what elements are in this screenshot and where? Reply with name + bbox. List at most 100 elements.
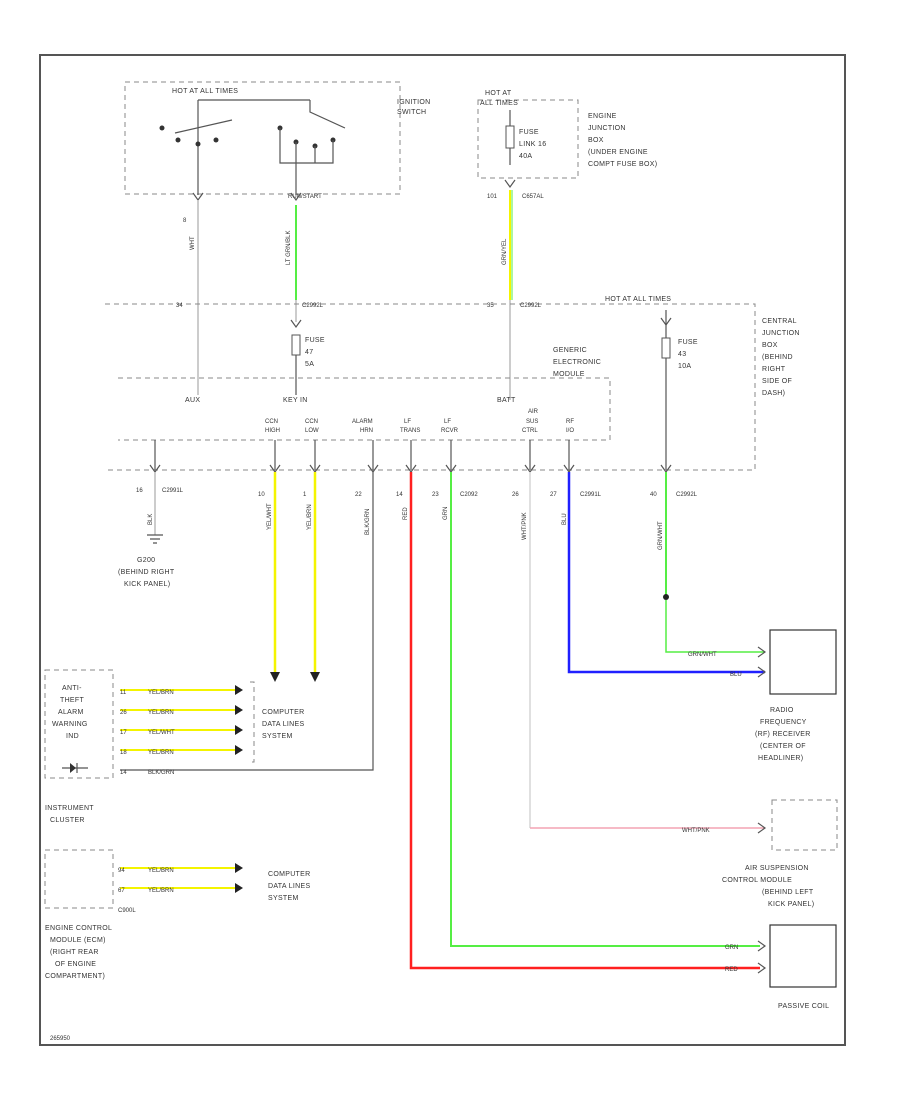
pin-23: 23 (432, 492, 439, 498)
conn-40: C2992L (676, 492, 698, 498)
wire-label-grnwht: GRN/WHT (658, 521, 664, 550)
cjb-fuse-b-1: FUSE (678, 339, 698, 346)
rf-title-5: HEADLINER) (758, 755, 803, 762)
cluster-box-3: ALARM (58, 709, 84, 716)
pcm-wire-1: YEL/BRN (148, 868, 174, 874)
coil-wire-b: RED (725, 967, 738, 973)
gem-pin-6a: AIR (528, 409, 539, 415)
pin-40: 40 (650, 492, 657, 498)
wire-label-yelwht: YEL/WHT (267, 503, 273, 530)
cjb-conn-b: C2992L (520, 303, 542, 309)
ejb-title-4: (UNDER ENGINE (588, 149, 648, 156)
gem-pin-2b: LOW (305, 428, 319, 434)
ignition-wire-a-label: WHT (190, 236, 196, 250)
gem-pin-5b: RCVR (441, 428, 459, 434)
pcm-pin-2: 67 (118, 888, 125, 894)
cluster-rows: 11 YEL/BRN 26 YEL/BRN 17 YEL/WHT 18 YEL/… (120, 681, 304, 776)
ejb-hot-1: HOT AT (485, 90, 512, 97)
cluster-title-1: INSTRUMENT (45, 805, 94, 812)
rf-title-2: FREQUENCY (760, 719, 807, 726)
ignition-run-pin: RUN/START (288, 194, 322, 200)
ejb-title-3: BOX (588, 137, 604, 144)
ignition-switch: HOT AT ALL TIMES IGNITION SWITCH RUN/STA… (124, 81, 431, 202)
cjb-title-6: SIDE OF (762, 378, 792, 385)
gem-pin-6b: SUS (526, 419, 538, 425)
wire-label-blk: BLK (148, 514, 154, 525)
cjb-fuse-b-3: 10A (678, 363, 691, 370)
conn-27: C2991L (580, 492, 602, 498)
wire-label-blu: BLU (562, 513, 568, 525)
gem-batt: BATT (497, 397, 516, 404)
ejb-title-2: JUNCTION (588, 125, 626, 132)
gem-pin-3a: ALARM (352, 419, 373, 425)
cluster-system-2: DATA LINES (262, 721, 304, 728)
figure-id: 265950 (50, 1036, 71, 1042)
rf-title-3: (RF) RECEIVER (755, 731, 811, 738)
cluster-box-1: ANTI- (62, 685, 82, 692)
cjb-title-5: RIGHT (762, 366, 786, 373)
gem-pin-4a: LF (404, 419, 411, 425)
gem-title-1: GENERIC (553, 347, 587, 354)
cjb-fuse-b-2: 43 (678, 351, 686, 358)
air-sus-title-1: AIR SUSPENSION (745, 865, 809, 872)
gem-pin-3b: HRN (360, 428, 373, 434)
gem-pin-5a: LF (444, 419, 451, 425)
gem-pin-7b: I/O (566, 428, 574, 434)
ignition-title-1: IGNITION (397, 99, 431, 106)
ejb-wire-label: GRN/YEL (502, 238, 508, 265)
ground-symbol (147, 534, 163, 544)
cluster-box-4: WARNING (52, 721, 88, 728)
ejb-pin: 101 (487, 194, 498, 200)
wire-label-blkgrn: BLK/GRN (365, 509, 371, 535)
instrument-cluster: ANTI- THEFT ALARM WARNING IND INSTRUMENT… (44, 669, 114, 824)
cluster-box-2: THEFT (60, 697, 84, 704)
pcm-title-5: COMPARTMENT) (45, 973, 105, 980)
air-sus-wire: WHT/PNK (682, 828, 710, 834)
pin-26: 26 (512, 492, 519, 498)
cluster-system-1: COMPUTER (262, 709, 304, 716)
engine-junction-box: HOT AT ALL TIMES FUSE LINK 16 40A ENGINE… (477, 90, 657, 200)
ground-label-1: G200 (137, 557, 155, 564)
pin-16: 16 (136, 488, 143, 494)
ejb-fuse-2: LINK 16 (519, 141, 546, 148)
air-sus-title-3: (BEHIND LEFT (762, 889, 814, 896)
ejb-title-1: ENGINE (588, 113, 617, 120)
cluster-pin-3: 17 (120, 730, 127, 736)
gem-pin-6c: CTRL (522, 428, 538, 434)
ejb-conn: C657AL (522, 194, 544, 200)
cluster-pin-4: 18 (120, 750, 127, 756)
gem-key-in: KEY IN (283, 397, 308, 404)
cluster-wire-3: YEL/WHT (148, 730, 175, 736)
cjb-title-7: DASH) (762, 390, 785, 397)
gem-pin-2a: CCN (305, 419, 318, 425)
pcm-title-3: (RIGHT REAR (50, 949, 99, 956)
wire-label-grn: GRN (443, 507, 449, 520)
passive-coil: GRN RED PASSIVE COIL (725, 924, 837, 1010)
cjb-fuse-a-2: 47 (305, 349, 313, 356)
pcm-system-3: SYSTEM (268, 895, 299, 902)
gem-title-2: ELECTRONIC (553, 359, 601, 366)
conn-23: C2092 (460, 492, 478, 498)
ignition-wire-b-label: LT GRN/BLK (286, 231, 292, 265)
gem-aux: AUX (185, 397, 200, 404)
pin-14: 14 (396, 492, 403, 498)
pcm-wire-2: YEL/BRN (148, 888, 174, 894)
wire-label-whtpnk: WHT/PNK (522, 512, 528, 540)
cluster-pin-1: 11 (120, 690, 127, 696)
gem-pin-1b: HIGH (265, 428, 280, 434)
pcm-title-1: ENGINE CONTROL (45, 925, 112, 932)
cluster-box-5: IND (66, 733, 79, 740)
cjb-title-3: BOX (762, 342, 778, 349)
cluster-wire-1: YEL/BRN (148, 690, 174, 696)
coil-wire-a: GRN (725, 945, 738, 951)
cluster-title-2: CLUSTER (50, 817, 85, 824)
cjb-fuse-a-1: FUSE (305, 337, 325, 344)
pcm-system-2: DATA LINES (268, 883, 310, 890)
ejb-fuse-3: 40A (519, 153, 532, 160)
rf-wire-a: GRN/WHT (688, 652, 717, 658)
air-sus-title-4: KICK PANEL) (768, 901, 814, 908)
gem-title-3: MODULE (553, 371, 585, 378)
conn-16: C2991L (162, 488, 184, 494)
cjb-fuse-a-3: 5A (305, 361, 314, 368)
